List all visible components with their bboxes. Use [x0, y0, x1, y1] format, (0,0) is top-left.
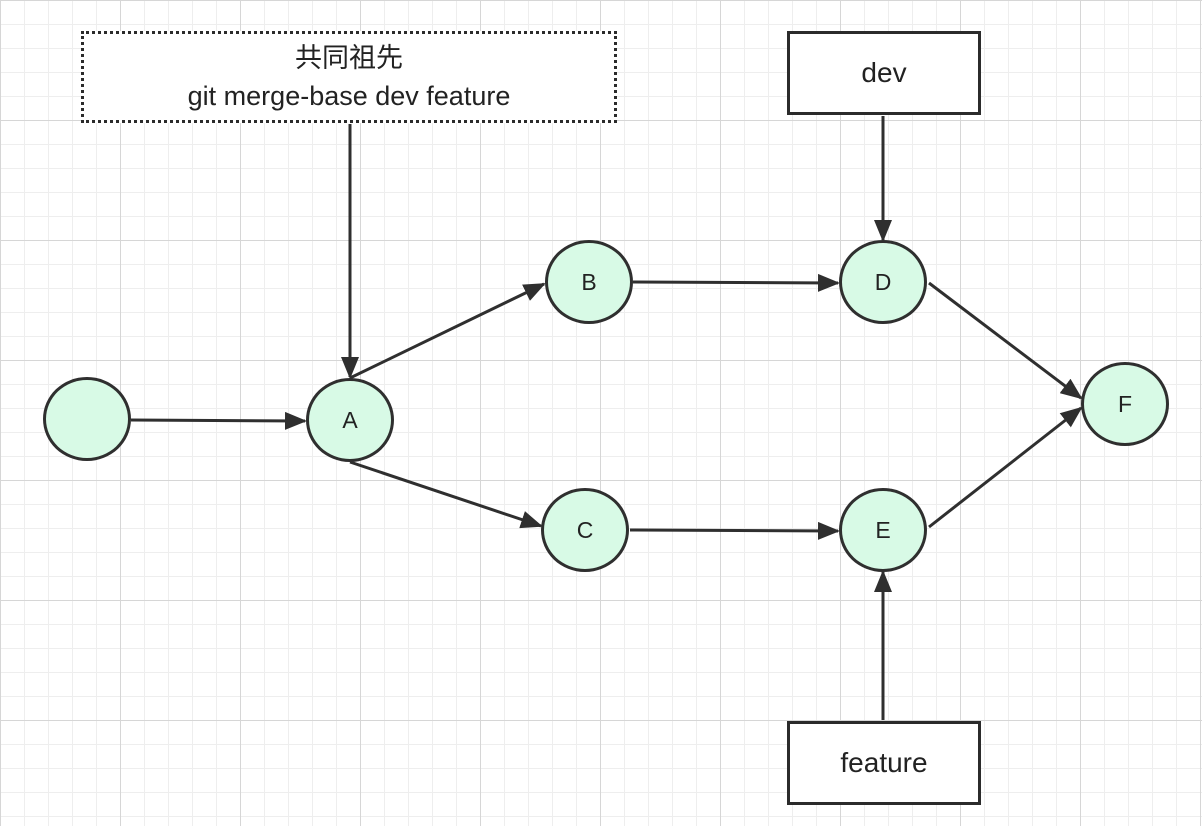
note-title: 共同祖先 — [295, 43, 403, 73]
commit-node-b: B — [545, 240, 633, 324]
edge-b-to-d — [632, 273, 840, 292]
edge-a-to-c — [349, 460, 543, 529]
commit-a-label: A — [342, 406, 358, 433]
commit-c-label: C — [576, 516, 594, 543]
branch-label-dev: dev — [787, 31, 981, 115]
commit-b-label: B — [581, 268, 597, 295]
commit-e-label: E — [875, 516, 891, 543]
edge-a-to-b — [349, 282, 546, 380]
commit-node-e: E — [839, 488, 927, 572]
edge-c-to-e — [629, 521, 840, 540]
branch-feature-text: feature — [840, 747, 928, 778]
branch-dev-text: dev — [861, 57, 907, 88]
edge-d-to-f — [928, 281, 1083, 400]
commit-node-f: F — [1081, 362, 1169, 446]
commit-node-root — [43, 377, 131, 461]
commit-f-label: F — [1117, 390, 1133, 417]
note-command: git merge-base dev feature — [187, 81, 511, 111]
commit-node-a: A — [306, 378, 394, 462]
commit-node-d: D — [839, 240, 927, 324]
commit-node-c: C — [541, 488, 629, 572]
commit-d-label: D — [874, 268, 892, 295]
edge-e-to-f — [928, 406, 1083, 529]
common-ancestor-note: 共同祖先 git merge-base dev feature — [81, 31, 617, 123]
edge-root-to-a — [130, 411, 307, 430]
branch-label-feature: feature — [787, 721, 981, 805]
